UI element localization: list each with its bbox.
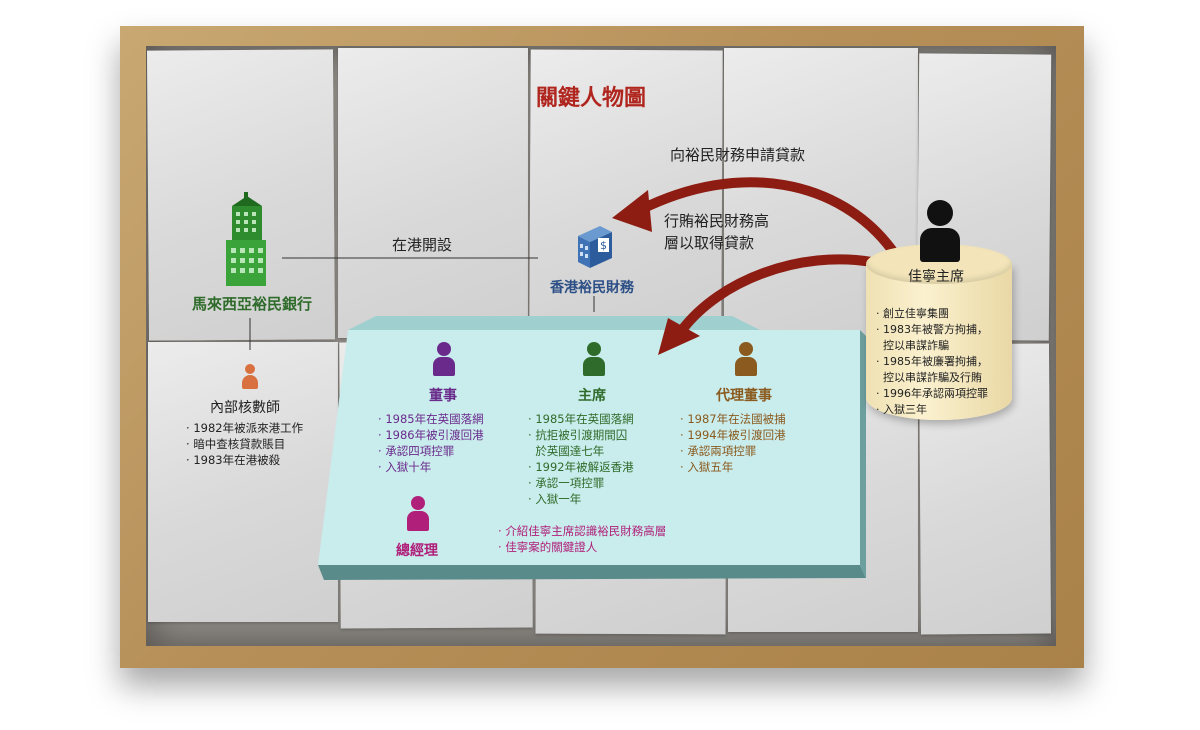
note-item: · 1994年被引渡回港 bbox=[680, 428, 786, 442]
loan-arrow bbox=[635, 177, 897, 255]
note-item: · 佳寧案的關鍵證人 bbox=[498, 540, 598, 554]
general-manager-title: 總經理 bbox=[396, 543, 438, 559]
acting-director-notes: · 1987年在法國被捕 · 1994年被引渡回港 · 承認兩項控罪 · 入獄五… bbox=[680, 411, 786, 475]
chairman-notes: · 1985年在英國落網 · 抗拒被引渡期間囚 於英國達七年 · 1992年被解… bbox=[528, 411, 634, 507]
note-item: · 1987年在法國被捕 bbox=[680, 412, 786, 426]
director-notes: · 1985年在英國落網 · 1986年被引渡回港 · 承認四項控罪 · 入獄十… bbox=[378, 411, 484, 475]
note-item: · 暗中查核貸款賬目 bbox=[186, 437, 286, 451]
carrian-chairman-title: 佳寧主席 bbox=[908, 269, 964, 285]
note-item: · 入獄三年 bbox=[876, 403, 927, 416]
note-item: · 創立佳寧集團 bbox=[876, 307, 949, 320]
finance-name: 香港裕民財務 bbox=[550, 280, 634, 296]
note-item: · 入獄十年 bbox=[378, 460, 432, 474]
note-item: · 承認四項控罪 bbox=[378, 444, 455, 458]
paper-sheet bbox=[338, 48, 528, 338]
carrian-chairman-cylinder bbox=[866, 264, 1012, 420]
bribe-arrow-label-line2: 層以取得貸款 bbox=[664, 234, 755, 252]
note-item: · 1983年被警方拘捕， bbox=[876, 323, 988, 336]
bank-name: 馬來西亞裕民銀行 bbox=[192, 295, 313, 313]
note-item: · 1985年在英國落網 bbox=[378, 412, 484, 426]
note-item: 控以串謀詐騙及行賄 bbox=[883, 371, 982, 384]
note-item: · 承認兩項控罪 bbox=[680, 444, 757, 458]
acting-director-title: 代理董事 bbox=[716, 388, 772, 404]
finance-building-icon: $ bbox=[578, 226, 612, 268]
note-item: · 1985年在英國落網 bbox=[528, 412, 634, 426]
auditor-notes: · 1982年被派來港工作 · 暗中查核貸款賬目 · 1983年在港被殺 bbox=[186, 420, 303, 468]
bank-building-icon bbox=[226, 192, 266, 286]
note-item: · 1996年承認兩項控罪 bbox=[876, 387, 988, 400]
bribe-arrow-head bbox=[658, 318, 700, 355]
svg-text:$: $ bbox=[600, 239, 607, 252]
note-item: · 承認一項控罪 bbox=[528, 476, 605, 490]
bribe-arrow-label-line1: 行賄裕民財務高 bbox=[664, 212, 770, 230]
note-item: 控以串謀詐騙 bbox=[883, 339, 949, 352]
note-item: · 1985年被廉署拘捕， bbox=[876, 355, 988, 368]
platform-side-edge bbox=[860, 330, 866, 578]
loan-arrow-head bbox=[612, 190, 652, 232]
general-manager-notes: · 介紹佳寧主席認識裕民財務高層 · 佳寧案的關鍵證人 bbox=[498, 523, 666, 555]
note-item: · 入獄五年 bbox=[680, 460, 734, 474]
note-item: · 1982年被派來港工作 bbox=[186, 421, 304, 435]
director-title: 董事 bbox=[429, 388, 457, 404]
platform-top-edge bbox=[348, 316, 760, 330]
note-item: · 抗拒被引渡期間囚 bbox=[528, 428, 628, 442]
note-item: · 1992年被解返香港 bbox=[528, 460, 634, 474]
note-item: · 入獄一年 bbox=[528, 492, 582, 506]
loan-arrow-label: 向裕民財務申請貸款 bbox=[670, 146, 806, 164]
carrian-chairman-notes: · 創立佳寧集團 · 1983年被警方拘捕， 控以串謀詐騙 · 1985年被廉署… bbox=[876, 306, 988, 418]
platform-front-edge bbox=[318, 565, 866, 580]
note-item: 於英國達七年 bbox=[535, 444, 605, 458]
platform bbox=[318, 330, 860, 565]
diagram-title: 關鍵人物圖 bbox=[536, 86, 647, 111]
bribe-arrow bbox=[677, 254, 877, 335]
note-item: · 介紹佳寧主席認識裕民財務高層 bbox=[498, 524, 667, 538]
auditor-title: 內部核數師 bbox=[210, 400, 280, 416]
chairman-title: 主席 bbox=[578, 388, 606, 404]
note-item: · 1986年被引渡回港 bbox=[378, 428, 484, 442]
note-item: · 1983年在港被殺 bbox=[186, 453, 281, 467]
establish-label: 在港開設 bbox=[392, 236, 453, 254]
